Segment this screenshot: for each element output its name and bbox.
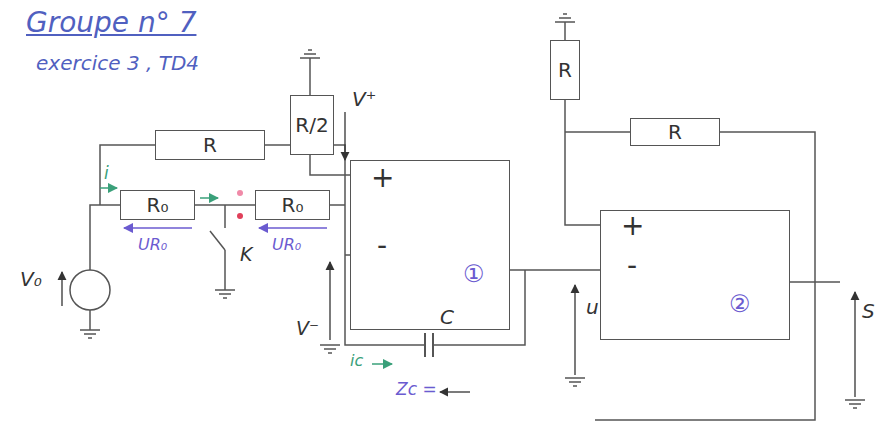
resistor-symbol: R/2 (290, 95, 334, 155)
exercise-note: exercice 3 , TD4 (36, 52, 199, 74)
component-value: R (668, 121, 682, 143)
switch-label: K (240, 244, 252, 265)
resistor-symbol: R (550, 40, 580, 100)
wire-connector (510, 269, 600, 271)
switch-symbol (210, 231, 225, 250)
pin-sign: - (377, 231, 387, 262)
page-title: Groupe n° 7 (26, 8, 196, 39)
resistor-symbol: R (630, 118, 720, 146)
voltage-arrow (854, 292, 855, 397)
voltage-arrow (344, 112, 345, 160)
pin-sign: ① (463, 261, 485, 287)
wire-connector (195, 204, 255, 206)
component-value: R (203, 134, 217, 156)
pin-sign: + (371, 163, 394, 194)
pin-sign: + (621, 211, 644, 242)
current-arrow (200, 197, 218, 199)
component-value: R (558, 59, 572, 81)
resistor-symbol: R₀ (255, 190, 330, 220)
source-label: V₀ (20, 268, 42, 290)
wire (90, 22, 840, 420)
capacitor-symbol (425, 333, 433, 357)
component-value: R₀ (282, 194, 304, 216)
opamp-symbol: + - ① (350, 160, 510, 330)
voltage-arrow (61, 272, 62, 306)
signal-label: S (862, 300, 875, 322)
voltage-source (70, 270, 110, 310)
current-arrow (372, 363, 392, 365)
current-label: i (104, 164, 109, 183)
marker-dot (237, 213, 243, 219)
current-arrow (100, 187, 117, 189)
component-value: R/2 (295, 114, 328, 136)
opamp-symbol: + - ② (600, 210, 790, 340)
impedance-arrow (440, 391, 470, 392)
voltage-label: UR₀ (138, 236, 167, 254)
current-label: ic (350, 352, 363, 370)
signal-label: u (586, 296, 599, 318)
voltage-arrow (124, 227, 192, 229)
impedance-label: Zc = (396, 380, 437, 399)
pin-sign: ② (729, 291, 751, 317)
pin-sign: - (627, 251, 637, 282)
component-value: R₀ (147, 194, 169, 216)
voltage-label: V⁻ (296, 318, 319, 339)
marker-dot (237, 190, 243, 196)
voltage-label: UR₀ (272, 236, 301, 254)
component-label: C (440, 306, 454, 328)
voltage-label: V⁺ (352, 88, 376, 110)
voltage-arrow (259, 227, 327, 229)
voltage-arrow (574, 285, 575, 375)
resistor-symbol: R₀ (120, 190, 195, 220)
voltage-arrow (329, 262, 330, 340)
resistor-symbol: R (155, 130, 265, 160)
